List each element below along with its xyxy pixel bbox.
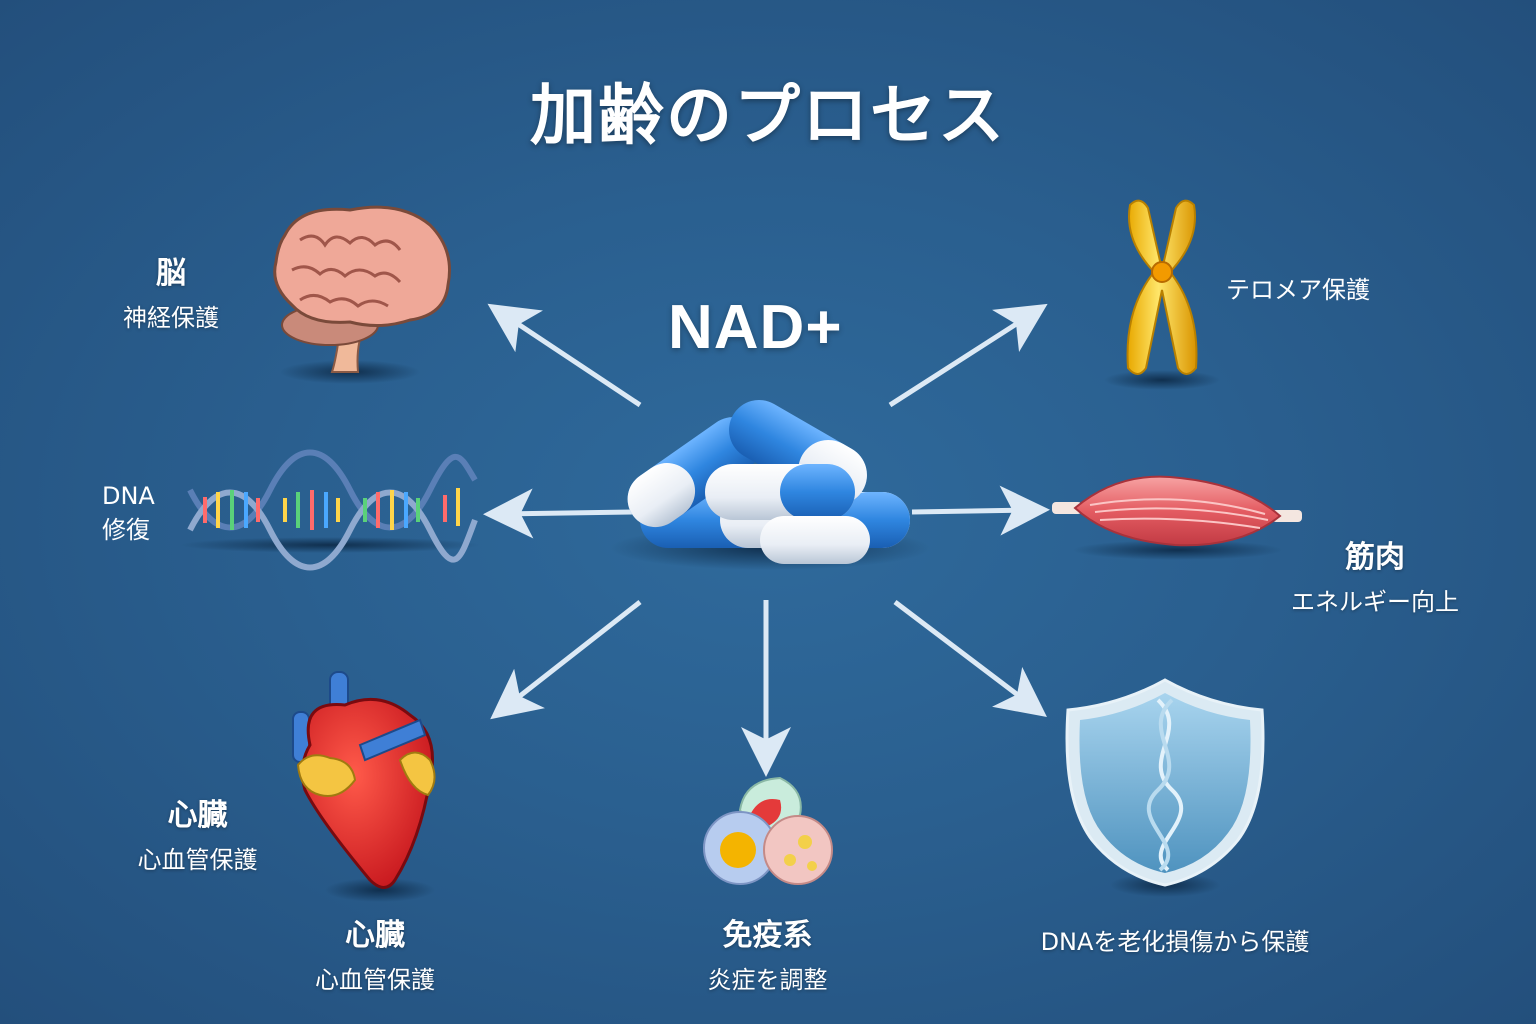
muscle-desc: エネルギー向上 xyxy=(1291,588,1459,616)
dna-helix-icon xyxy=(187,449,478,571)
immune-name: 免疫系 xyxy=(722,918,813,953)
brain-icon xyxy=(273,205,452,373)
muscle-label: 筋肉 エネルギー向上 xyxy=(1270,532,1480,617)
nad-label: NAD+ xyxy=(668,293,843,362)
heart-bottom-label: 心臓 心血管保護 xyxy=(290,910,460,995)
heart-left-name: 心臓 xyxy=(167,798,228,833)
shield-icon xyxy=(1065,678,1265,887)
heart-bottom-name: 心臓 xyxy=(345,918,405,953)
dna-line2: 修復 xyxy=(102,516,150,544)
muscle-name: 筋肉 xyxy=(1345,540,1405,575)
muscle-icon xyxy=(1052,475,1302,547)
heart-bottom-desc: 心血管保護 xyxy=(315,966,435,994)
dna-line1: DNA xyxy=(102,482,155,510)
immune-desc: 炎症を調整 xyxy=(707,966,828,994)
arrow-to-telomere xyxy=(888,303,1048,408)
brain-desc: 神経保護 xyxy=(123,304,219,332)
capsules-icon xyxy=(627,400,910,564)
heart-left-desc: 心血管保護 xyxy=(137,846,258,874)
arrow-to-dna xyxy=(483,488,633,539)
dna-label: DNA 修復 xyxy=(102,482,192,545)
arrows xyxy=(483,303,1050,777)
immune-cells-icon xyxy=(703,776,833,885)
arrow-to-brain xyxy=(487,303,642,408)
brain-name: 脳 xyxy=(156,256,186,291)
page-title: 加齢のプロセス xyxy=(530,77,1006,154)
brain-label: 脳 神経保護 xyxy=(96,248,246,333)
arrow-to-shield xyxy=(893,600,1047,718)
arrow-to-muscle xyxy=(911,485,1050,536)
shield-desc: DNAを老化損傷から保護 xyxy=(1040,928,1310,956)
telomere-desc: テロメア保護 xyxy=(1226,276,1370,304)
arrow-to-heart xyxy=(490,600,642,720)
chromosome-icon xyxy=(1126,199,1198,375)
immune-label: 免疫系 炎症を調整 xyxy=(680,910,855,995)
heart-left-label: 心臓 心血管保護 xyxy=(115,790,280,875)
heart-icon xyxy=(292,671,436,889)
